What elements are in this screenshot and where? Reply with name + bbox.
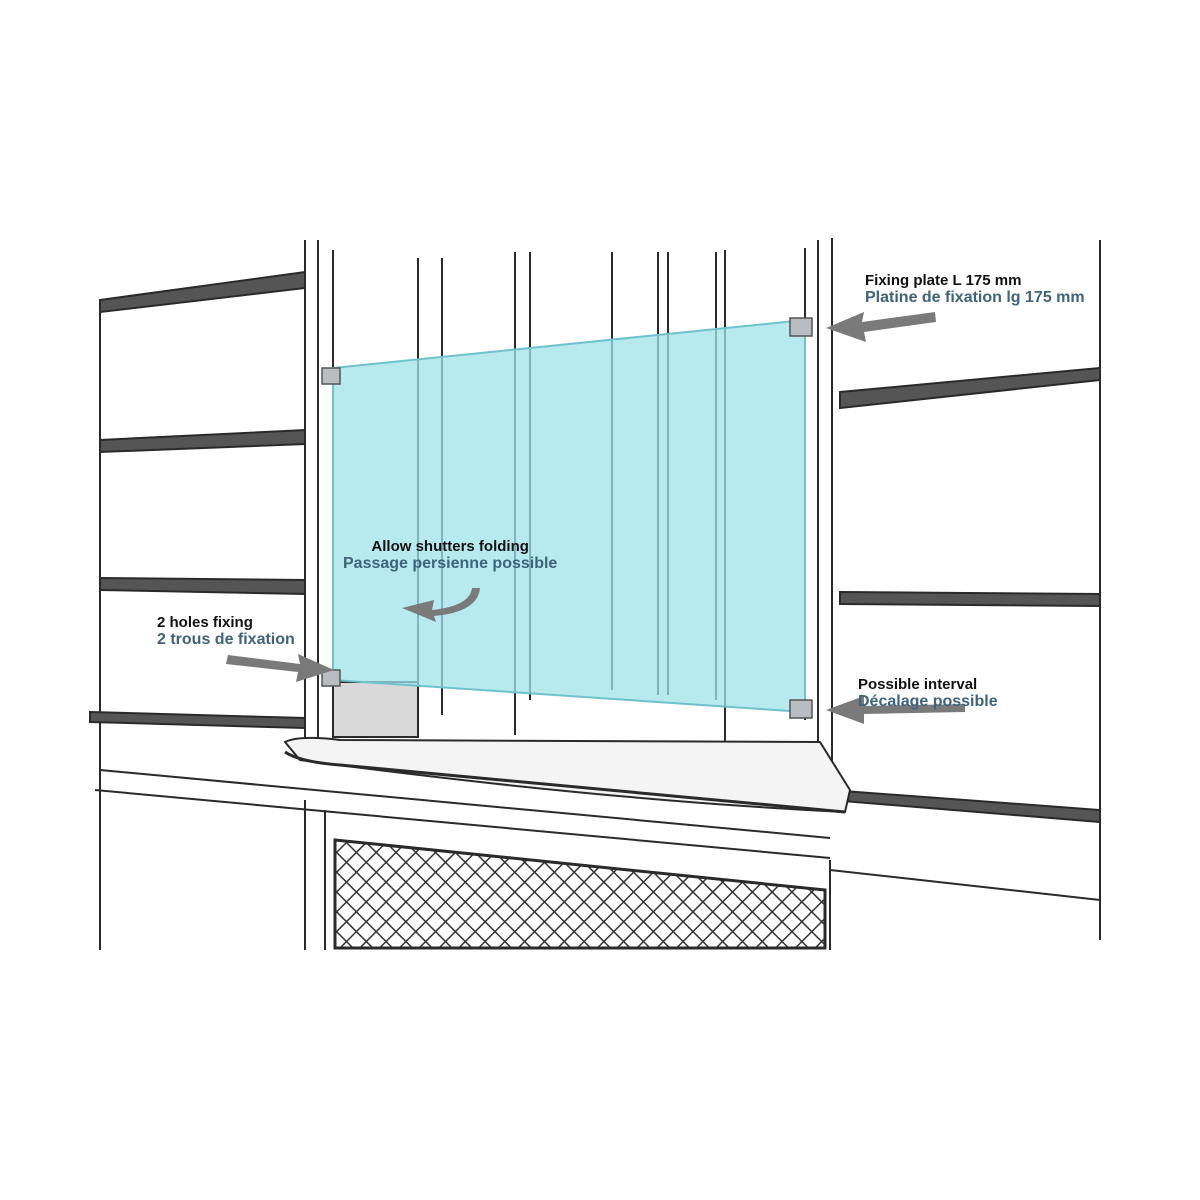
left-course-3 [99,576,306,596]
cornice-line-1 [99,769,831,839]
right-course-1 [839,366,1101,410]
annotation-arrows [226,312,965,724]
left-course-2 [99,428,306,454]
shutters-fr: Passage persienne possible [343,555,558,573]
arrow-right-icon [226,654,334,682]
right-course-3 [829,788,1101,824]
holes-en: 2 holes fixing [157,614,253,631]
fixing-plate-en: Fixing plate L 175 mm [865,272,1022,289]
left-course-1 [99,270,306,314]
left-base-block [332,681,419,738]
interval-fr: Décalage possible [858,693,998,711]
arrow-right-icon [826,696,965,724]
bracket-top-right [789,317,813,337]
cornice-line-2 [94,789,831,859]
holes-label: 2 holes fixing 2 trous de fixation [157,614,295,650]
glass-panel [332,318,806,714]
fixing-plate-fr: Platine de fixation lg 175 mm [865,289,1085,307]
fixing-bracket-icon [321,317,813,719]
arrow-right-icon [826,312,936,342]
fixing-plate-label: Fixing plate L 175 mm Platine de fixatio… [865,272,1085,308]
interval-label: Possible interval Décalage possible [858,676,998,712]
sill-nose [284,750,846,814]
left-course-4 [89,710,306,730]
shutters-label: Allow shutters folding Passage persienne… [343,538,557,574]
window-sill [283,736,852,814]
lower-cornice-right [829,869,1101,901]
shutters-en: Allow shutters folding [371,538,529,555]
bracket-top-left [321,367,341,385]
decorative-grille [333,838,827,950]
interval-en: Possible interval [858,676,978,693]
curved-arrow-icon [402,588,480,622]
right-course-2 [839,590,1101,608]
bracket-bottom-right [789,699,813,719]
holes-fr: 2 trous de fixation [157,631,295,649]
